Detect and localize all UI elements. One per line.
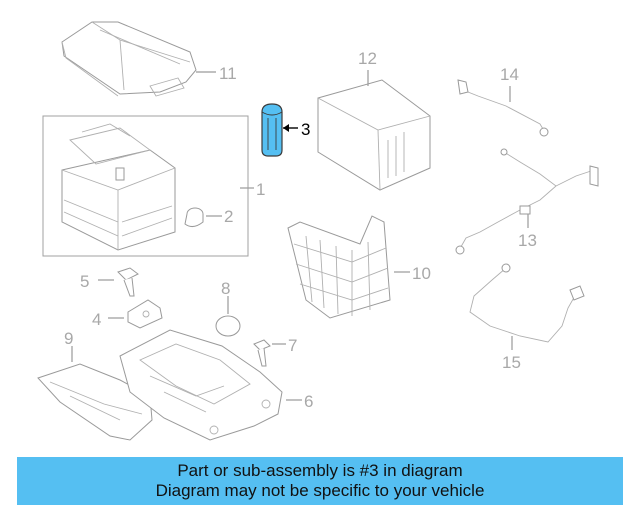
part-2-vent-plug: 2 [184, 207, 233, 228]
callout-1: 1 [256, 180, 265, 199]
callout-5: 5 [80, 272, 89, 291]
callout-3: 3 [301, 120, 310, 139]
callout-11: 11 [219, 64, 237, 83]
part-12-battery: 12 [317, 49, 431, 191]
callout-10: 10 [412, 264, 431, 283]
part-13-cable-harness: 13 [455, 148, 599, 255]
part-11-battery-cover: 11 [61, 21, 237, 97]
parts-diagram: 11 3 1 2 12 [37, 21, 599, 441]
callout-6: 6 [304, 392, 313, 411]
callout-15: 15 [502, 353, 521, 372]
callout-9: 9 [64, 329, 73, 348]
callout-4: 4 [92, 310, 101, 329]
part-1-battery: 1 [42, 115, 265, 257]
info-banner: Part or sub-assembly is #3 in diagram Di… [17, 457, 623, 505]
part-4-bracket: 4 [92, 299, 163, 329]
callout-7: 7 [288, 336, 297, 355]
part-7-bolt: 7 [253, 336, 297, 367]
part-14-cable: 14 [457, 65, 549, 137]
part-6-battery-tray: 6 [119, 329, 313, 441]
part-8-seal: 8 [215, 279, 241, 337]
callout-14: 14 [500, 65, 519, 84]
callout-8: 8 [221, 279, 230, 298]
callout-2: 2 [224, 207, 233, 226]
part-5-bolt: 5 [80, 267, 139, 297]
callout-13: 13 [518, 231, 537, 250]
part-9-lower-bracket: 9 [37, 329, 153, 441]
callout-12: 12 [358, 49, 377, 68]
part-15-ground-cable: 15 [469, 263, 585, 372]
part-3-terminal-cap[interactable]: 3 [261, 103, 310, 157]
banner-line-2: Diagram may not be specific to your vehi… [155, 481, 485, 500]
banner-line-1: Part or sub-assembly is #3 in diagram [177, 461, 463, 480]
part-10-tray-wall: 10 [287, 215, 431, 319]
